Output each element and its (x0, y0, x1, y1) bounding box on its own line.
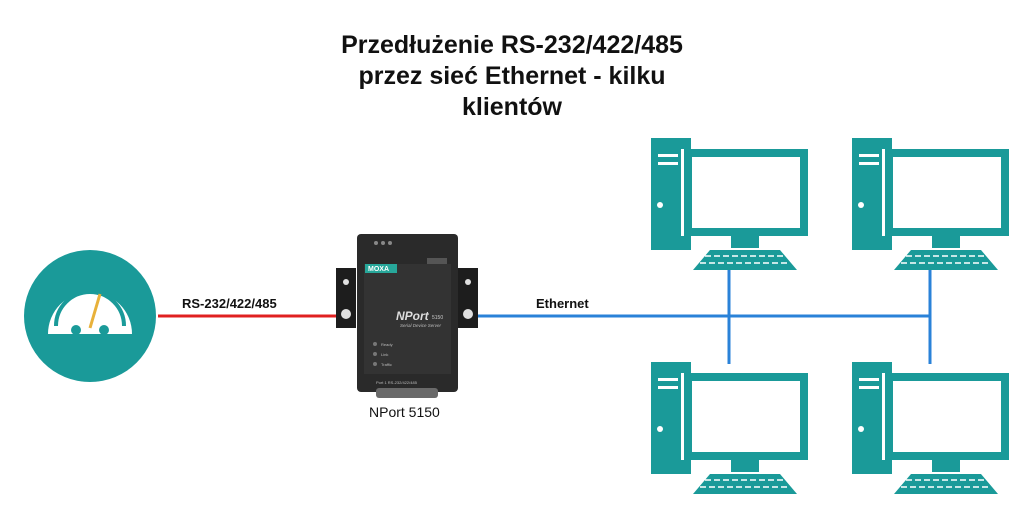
title-line-1: Przedłużenie RS-232/422/485 (341, 31, 683, 59)
diagram-title: Przedłużenie RS-232/422/485 przez sieć E… (262, 30, 762, 123)
led-label-ready: Ready (381, 342, 393, 347)
computer-icon (852, 138, 1009, 270)
device-port-label: Port 1 RS-232/422/485 (376, 380, 418, 385)
ethernet-network (474, 270, 932, 364)
device-model-logo: NPort (396, 309, 430, 323)
led-label-traffic: Traffic (381, 362, 392, 367)
nport-device: MOXA NPort 5150 Serial Device Server Rea… (336, 234, 478, 398)
title-line-3: klientów (461, 93, 562, 121)
device-subtitle: Serial Device Server (400, 323, 442, 328)
ethernet-link-label: Ethernet (536, 296, 589, 311)
computer-icon (852, 362, 1009, 494)
title-line-2: przez sieć Ethernet - kilku (358, 62, 666, 90)
computer-icon (651, 362, 808, 494)
device-caption: NPort 5150 (369, 404, 440, 420)
device-brand: MOXA (368, 266, 389, 273)
led-label-link: Link (381, 352, 388, 357)
device-model-number: 5150 (432, 315, 443, 321)
serial-link-label: RS-232/422/485 (182, 296, 277, 311)
computer-icon (651, 138, 808, 270)
gauge-icon (24, 250, 156, 382)
